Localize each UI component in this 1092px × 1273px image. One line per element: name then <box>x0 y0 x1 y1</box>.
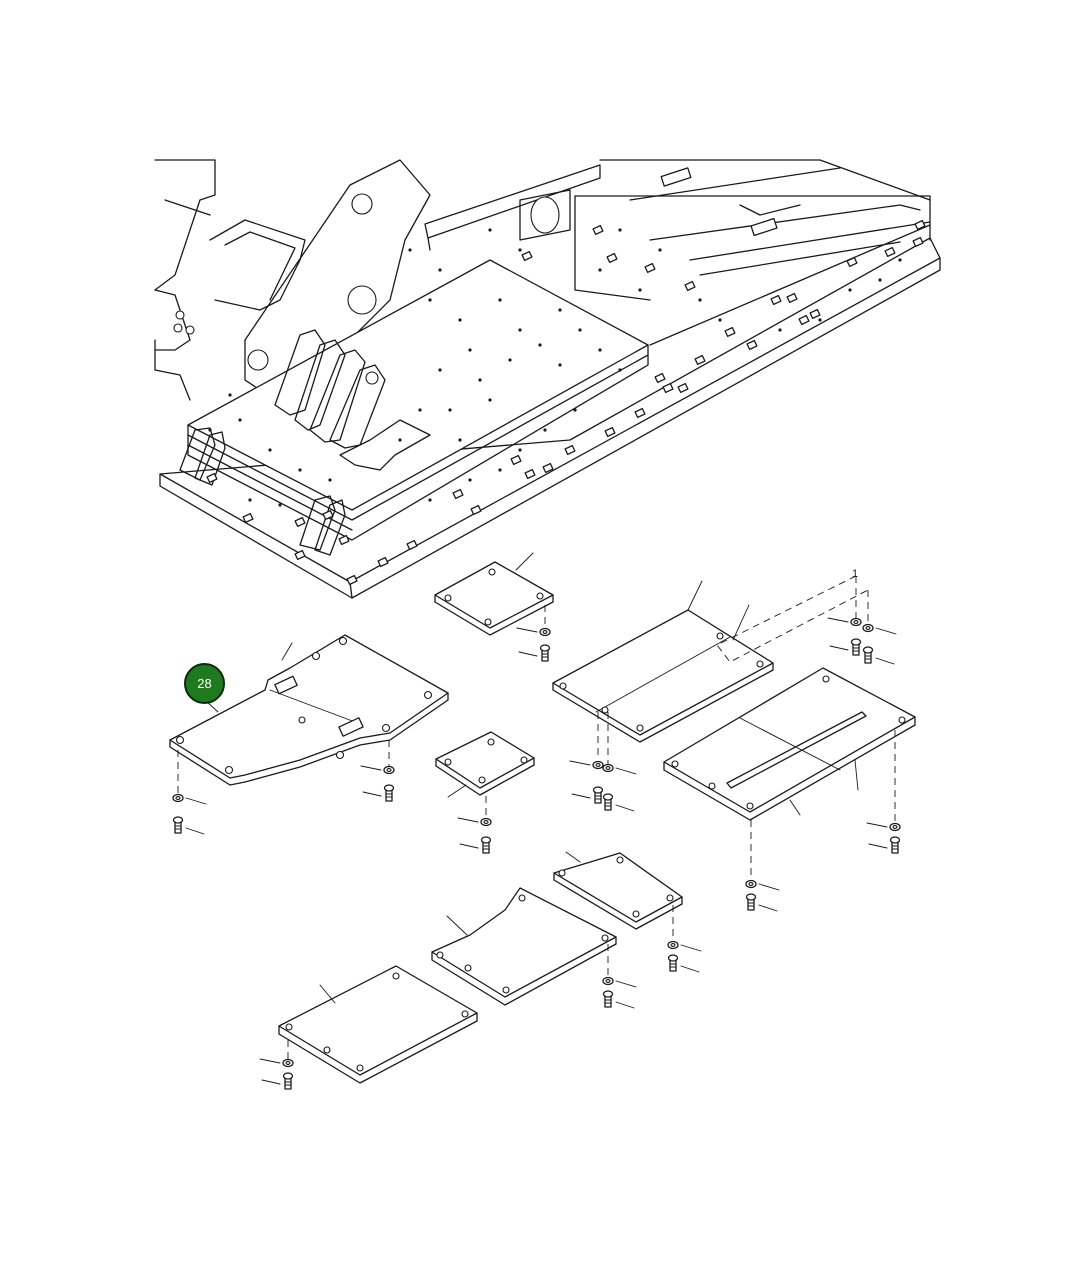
cover-plate-long-lower <box>663 667 916 821</box>
callout-badge-28[interactable]: 28 <box>184 663 225 704</box>
callout-label: 28 <box>197 676 212 691</box>
alignment-lines <box>177 605 896 1060</box>
reference-leader-1 <box>716 575 869 663</box>
cover-plate-small-middle <box>435 731 535 798</box>
cover-plate-curved <box>431 887 617 1006</box>
cover-plate-28 <box>169 634 449 786</box>
frame-upper-beam <box>424 164 601 239</box>
machine-frame <box>154 159 941 599</box>
cover-plate-small-top <box>434 552 554 636</box>
cover-plate-long-upper <box>552 580 774 743</box>
cover-plate-bottom <box>278 965 478 1084</box>
fasteners <box>172 617 901 1090</box>
frame-fasteners <box>206 219 926 586</box>
cover-plate-small-lower <box>553 851 683 930</box>
reference-number-1: 1 <box>852 568 859 580</box>
